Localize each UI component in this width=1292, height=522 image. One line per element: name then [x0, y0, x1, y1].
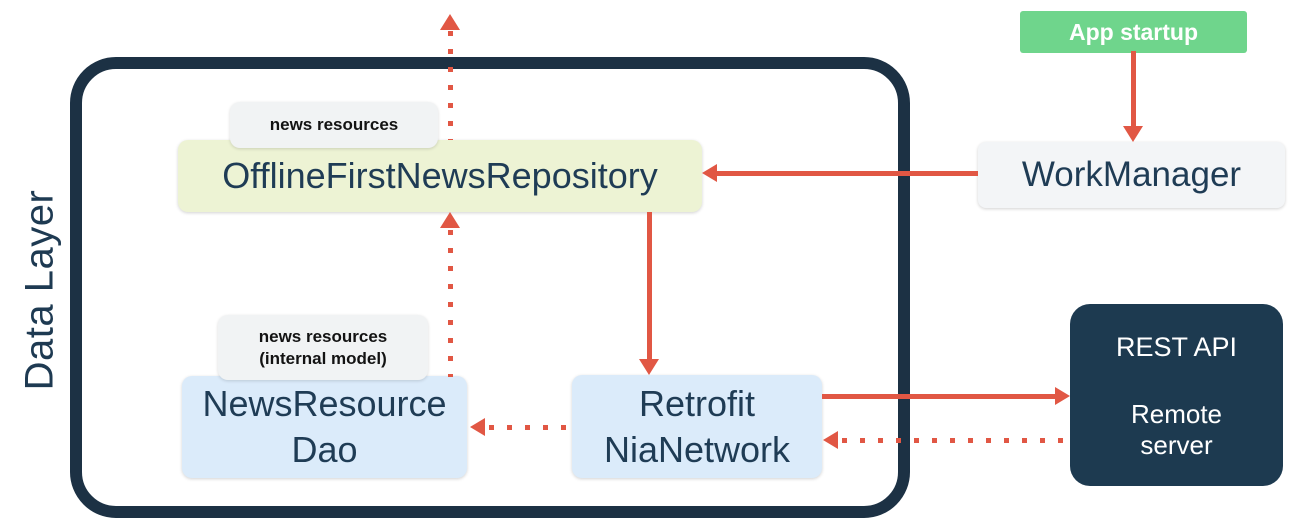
dao-box: NewsResource Dao [182, 376, 467, 478]
arrow-line [448, 230, 453, 377]
repository-tag: news resources [230, 102, 438, 148]
arrow-line [716, 171, 978, 176]
arrow-line [1131, 51, 1136, 127]
arrow-line [822, 394, 1056, 399]
arrow-line [842, 438, 1070, 443]
dao-label-line2: Dao [291, 429, 358, 470]
repository-label: OfflineFirstNewsRepository [222, 155, 658, 196]
arrowhead-up-icon [440, 14, 460, 30]
network-label-line1: Retrofit [638, 382, 756, 424]
workmanager-box: WorkManager [978, 142, 1285, 208]
arrow-line [489, 425, 572, 430]
dao-tag: news resources (internal model) [218, 315, 428, 380]
arrowhead-left-icon [702, 164, 717, 182]
arrowhead-down-icon [639, 359, 659, 375]
repository-box: OfflineFirstNewsRepository [178, 140, 702, 212]
dao-tag-line1: news resources [258, 326, 388, 346]
arrowhead-right-icon [1055, 387, 1070, 405]
network-label-line2: NiaNetwork [603, 428, 791, 470]
arrow-line [448, 31, 453, 140]
network-box: Retrofit NiaNetwork [572, 375, 822, 478]
rest-api-box: REST API Remote server [1070, 304, 1283, 486]
rest-api-subtitle-line1: Remote [1130, 399, 1223, 429]
arrowhead-left-icon [823, 431, 838, 449]
app-startup-label: App startup [1068, 18, 1199, 45]
arrowhead-left-icon [470, 418, 485, 436]
rest-api-title: REST API [1115, 332, 1238, 362]
arrowhead-down-icon [1123, 126, 1143, 142]
arrowhead-up-icon [440, 212, 460, 228]
workmanager-label: WorkManager [1021, 155, 1242, 194]
data-layer-label: Data Layer [17, 189, 62, 391]
repository-tag-text: news resources [269, 115, 399, 134]
dao-tag-line2: (internal model) [259, 348, 387, 368]
dao-label-line1: NewsResource [202, 383, 447, 424]
app-startup-badge: App startup [1020, 11, 1247, 53]
rest-api-subtitle-line2: server [1140, 430, 1213, 460]
rest-api-subtitle: Remote server [1131, 399, 1222, 461]
arrow-line [647, 212, 652, 360]
